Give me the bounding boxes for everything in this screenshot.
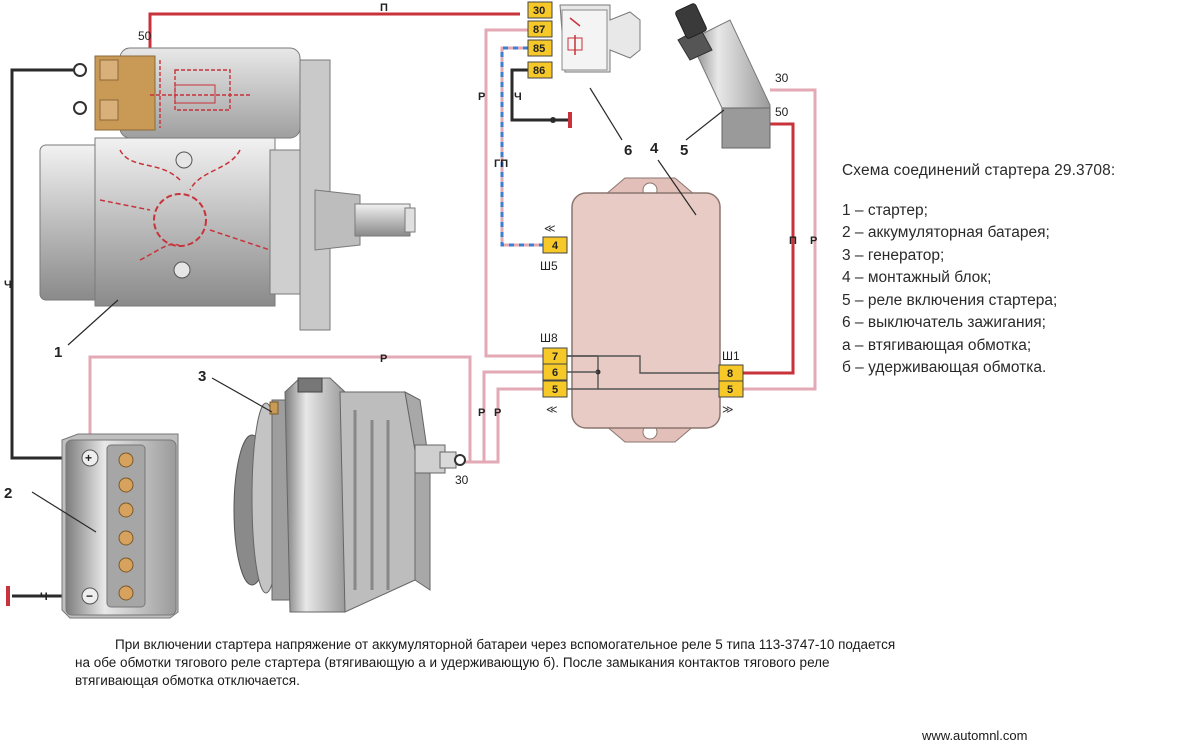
starter <box>39 47 416 331</box>
starter-terminal-50-label: 50 <box>138 29 152 43</box>
wire-label-r-mid2: Р <box>494 407 501 419</box>
switch-terminal-30-label: 30 <box>775 71 789 85</box>
wire-label-gp: ГП <box>494 158 508 170</box>
block-sh5-pin-label: 4 <box>552 240 559 252</box>
switch-terminal-50-label: 50 <box>775 105 789 119</box>
legend-item: 2 – аккумуляторная батарея; <box>842 224 1050 241</box>
legend-item: б – удерживающая обмотка. <box>842 359 1047 376</box>
component-label-battery: 2 <box>4 485 12 502</box>
legend-item: а – втягивающая обмотка; <box>842 336 1032 354</box>
component-label-generator: 3 <box>198 368 206 385</box>
wire-label-r-left: Р <box>478 91 485 103</box>
wire-r-left <box>484 28 543 358</box>
block-sh8-pin6-label: 6 <box>552 367 558 379</box>
wire-label-r-right: Р <box>810 235 817 247</box>
battery-plus-label: + <box>85 451 92 465</box>
connector-arrows-icon: ≪ ≪ ≫ <box>544 223 734 416</box>
component-label-relay: 5 <box>680 142 688 159</box>
relay-terminal-86-label: 86 <box>533 65 545 77</box>
wire-p-right <box>743 122 795 375</box>
wire-ch-starter <box>10 68 88 460</box>
wire-label-ch-starter: Ч <box>4 279 12 291</box>
wire-gp-stripe <box>500 46 543 247</box>
legend: Схема соединений стартера 29.3708: 1 – с… <box>842 160 1115 380</box>
block-sh8-pin5-label: 5 <box>552 384 558 396</box>
caption-line-3: втягивающая обмотка отключается. <box>75 673 300 688</box>
relay-terminal-30-label: 30 <box>533 5 545 17</box>
wire-r-mid2 <box>462 387 543 464</box>
relay-terminal-87-label: 87 <box>533 24 545 36</box>
wire-label-r-mid1: Р <box>478 407 485 419</box>
wire-label-ch-battery: Ч <box>40 591 48 603</box>
battery-minus-label: − <box>86 589 93 603</box>
caption: При включении стартера напряжение от акк… <box>75 636 1095 690</box>
source-link[interactable]: www.automnl.com <box>922 728 1028 743</box>
legend-item: 1 – стартер; <box>842 201 928 219</box>
svg-text:≪: ≪ <box>546 404 558 416</box>
caption-line-2: на обе обмотки тягового реле стартера (в… <box>75 655 830 670</box>
block-sh1-pin5-label: 5 <box>727 384 733 396</box>
block-sh5-label: Ш5 <box>540 259 558 273</box>
wire-label-p-right: П <box>789 235 797 247</box>
wire-label-p-top: П <box>380 2 388 14</box>
svg-text:≪: ≪ <box>544 223 556 235</box>
wire-r-mid1 <box>462 370 543 464</box>
wire-ch-relay <box>510 68 570 122</box>
relay-terminals <box>527 1 553 79</box>
block-sh8-pin7-label: 7 <box>552 351 558 363</box>
wire-label-ch-relay: Ч <box>514 91 522 103</box>
block-terminals <box>542 236 744 398</box>
wire-label-r-gen: Р <box>380 353 387 365</box>
legend-item: 6 – выключатель зажигания; <box>842 314 1046 331</box>
caption-line-1: При включении стартера напряжение от акк… <box>115 637 896 652</box>
mount-block <box>566 177 721 443</box>
battery <box>61 433 179 619</box>
generator <box>233 377 466 613</box>
legend-item: 4 – монтажный блок; <box>842 269 992 286</box>
wire-r-right <box>743 88 817 391</box>
legend-title: Схема соединений стартера 29.3708: <box>842 162 1116 179</box>
svg-text:≫: ≫ <box>722 404 734 416</box>
gen-terminal-30-label: 30 <box>455 473 469 487</box>
block-sh8-label: Ш8 <box>540 331 558 345</box>
component-label-mount-block: 4 <box>650 140 659 157</box>
relay-terminal-85-label: 85 <box>533 43 545 55</box>
block-sh1-label: Ш1 <box>722 349 740 363</box>
block-sh1-pin8-label: 8 <box>727 368 733 380</box>
relay <box>559 4 641 73</box>
legend-item: 5 – реле включения стартера; <box>842 291 1058 309</box>
component-label-ignition-switch: 6 <box>624 142 632 159</box>
component-label-starter: 1 <box>54 344 62 361</box>
leader-lines <box>31 87 725 533</box>
ground-bolt-icon <box>550 117 556 123</box>
wire-p-top <box>148 12 520 48</box>
legend-item: 3 – генератор; <box>842 246 945 264</box>
ignition-switch <box>675 3 771 149</box>
